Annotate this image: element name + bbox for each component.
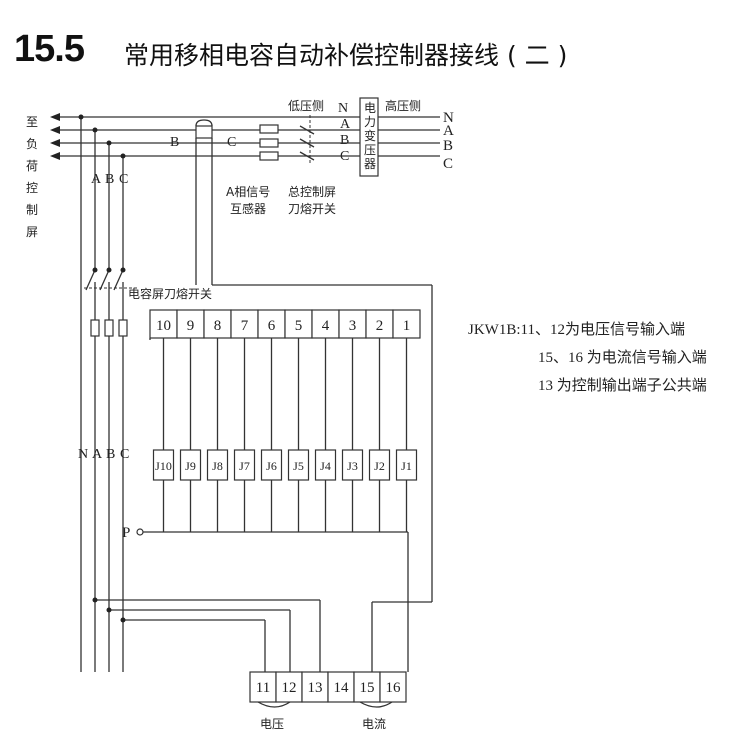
relay-label: J8: [212, 459, 223, 473]
terminal-label: 8: [214, 318, 222, 334]
terminal-label: 2: [376, 318, 384, 334]
ct-label-line2: 互感器: [230, 201, 266, 216]
bottom-terminal-block: 11 12 13 14 15 16: [249, 671, 407, 703]
terminal-label: 6: [268, 318, 276, 334]
terminal-label: 1: [403, 318, 411, 334]
legend-line-3: 13 为控制输出端子公共端: [538, 378, 707, 394]
load-panel-label: 至 负 荷 控 制 屏: [26, 115, 38, 239]
bottom-terminal-label: 12: [282, 680, 297, 696]
transformer-char: 器: [364, 157, 376, 171]
main-bus-lines: [50, 113, 332, 160]
high-side-label: 高压侧: [385, 98, 421, 113]
relay-row: J10 J9 J8 J7 J6 J5 J4 J3 J2 J1: [152, 449, 418, 532]
bottom-terminal-label: 13: [308, 680, 323, 696]
bottom-terminal-label: 14: [334, 680, 350, 696]
bus-label-c: C: [227, 135, 236, 150]
load-label-char: 屏: [26, 225, 38, 239]
bus-label-b: B: [170, 135, 179, 150]
relay-label: J10: [155, 459, 172, 473]
bottom-routing: [92, 532, 432, 672]
high-label-b: B: [443, 138, 453, 154]
bottom-terminal-label: 15: [360, 680, 375, 696]
terminal-label: 4: [322, 318, 330, 334]
bottom-terminal-label: 16: [386, 680, 402, 696]
low-side-label: 低压侧: [288, 99, 324, 113]
diagram-title: 常用移相电容自动补偿控制器接线 ( 二 ): [124, 41, 568, 70]
transformer-char: 力: [364, 115, 376, 129]
relay-label: J5: [293, 459, 304, 473]
voltage-label: 电压: [260, 717, 284, 731]
load-label-char: 控: [26, 181, 38, 195]
power-transformer: 低压侧 高压侧 N A B C 电 力 变 压 器 N A B C: [288, 97, 454, 177]
legend-line-2: 15、16 为电流信号输入端: [538, 350, 707, 366]
terminal-label: 7: [241, 318, 249, 334]
current-transformer: B C A相信号 互感器: [170, 119, 270, 285]
arrow-icon: [50, 152, 60, 160]
relay-label: J4: [320, 459, 331, 473]
terminal-label: 5: [295, 318, 303, 334]
tap-label-b: B: [105, 172, 114, 187]
cap-switch-label: 电容屏刀熔开关: [128, 286, 212, 301]
load-label-char: 制: [26, 203, 38, 217]
bottom-terminal-label: 11: [256, 680, 270, 696]
high-label-a: A: [443, 123, 454, 139]
legend-line-1: JKW1B:11、12为电压信号输入端: [468, 322, 685, 338]
low-label-b: B: [340, 133, 349, 148]
terminal-box: [365, 309, 394, 339]
main-control-switch: 总控制屏 刀熔开关: [259, 115, 336, 216]
terminal-label: 3: [349, 318, 357, 334]
relay-label: J3: [347, 459, 358, 473]
transformer-char: 变: [364, 128, 376, 143]
terminal-label: 10: [156, 318, 171, 334]
mid-label-c: C: [120, 447, 129, 462]
terminal-box: [176, 309, 205, 339]
terminal-label: 9: [187, 318, 195, 334]
arrow-icon: [50, 126, 60, 134]
relay-label: J6: [266, 459, 277, 473]
mid-phase-labels: N A B C: [78, 447, 129, 462]
bottom-terminal-box: [275, 671, 303, 703]
main-switch-line1: 总控制屏: [288, 185, 336, 199]
relay-label: J7: [239, 459, 250, 473]
ct-wiring: [212, 284, 433, 602]
ct-label-line1: A相信号: [226, 185, 270, 199]
tap-label-c: C: [119, 172, 128, 187]
tap-label-a: A: [91, 172, 102, 187]
p-terminal-label: P: [122, 525, 130, 541]
main-switch-line2: 刀熔开关: [288, 201, 336, 216]
mid-label-a: A: [92, 447, 103, 462]
arrow-icon: [50, 113, 60, 121]
section-number: 15.5: [14, 28, 85, 70]
current-label: 电流: [362, 717, 386, 731]
mid-label-b: B: [106, 447, 115, 462]
low-label-a: A: [340, 117, 351, 132]
low-label-n: N: [338, 101, 348, 116]
relay-label: J2: [374, 459, 385, 473]
bottom-labels: 电压 电流: [257, 701, 393, 731]
arrow-icon: [50, 139, 60, 147]
bottom-terminal-box: [379, 671, 407, 703]
relay-label: J9: [185, 459, 196, 473]
high-label-c: C: [443, 156, 453, 172]
p-common-line: P: [122, 525, 408, 541]
transformer-char: 电: [364, 101, 376, 115]
top-terminal-block: 10 9 8 7 6 5 4 3 2 1: [149, 309, 421, 450]
terminal-box: [149, 309, 178, 339]
relay-label: J1: [401, 459, 412, 473]
load-label-char: 至: [26, 115, 38, 129]
load-label-char: 负: [26, 137, 38, 151]
high-label-n: N: [443, 110, 454, 126]
vertical-taps: A B C: [78, 114, 128, 672]
capacitor-panel-switch: 电容屏刀熔开关: [84, 267, 212, 337]
mid-label-n: N: [78, 447, 88, 462]
transformer-char: 压: [364, 143, 376, 157]
bottom-terminal-box: [353, 671, 381, 703]
load-label-char: 荷: [26, 159, 38, 173]
